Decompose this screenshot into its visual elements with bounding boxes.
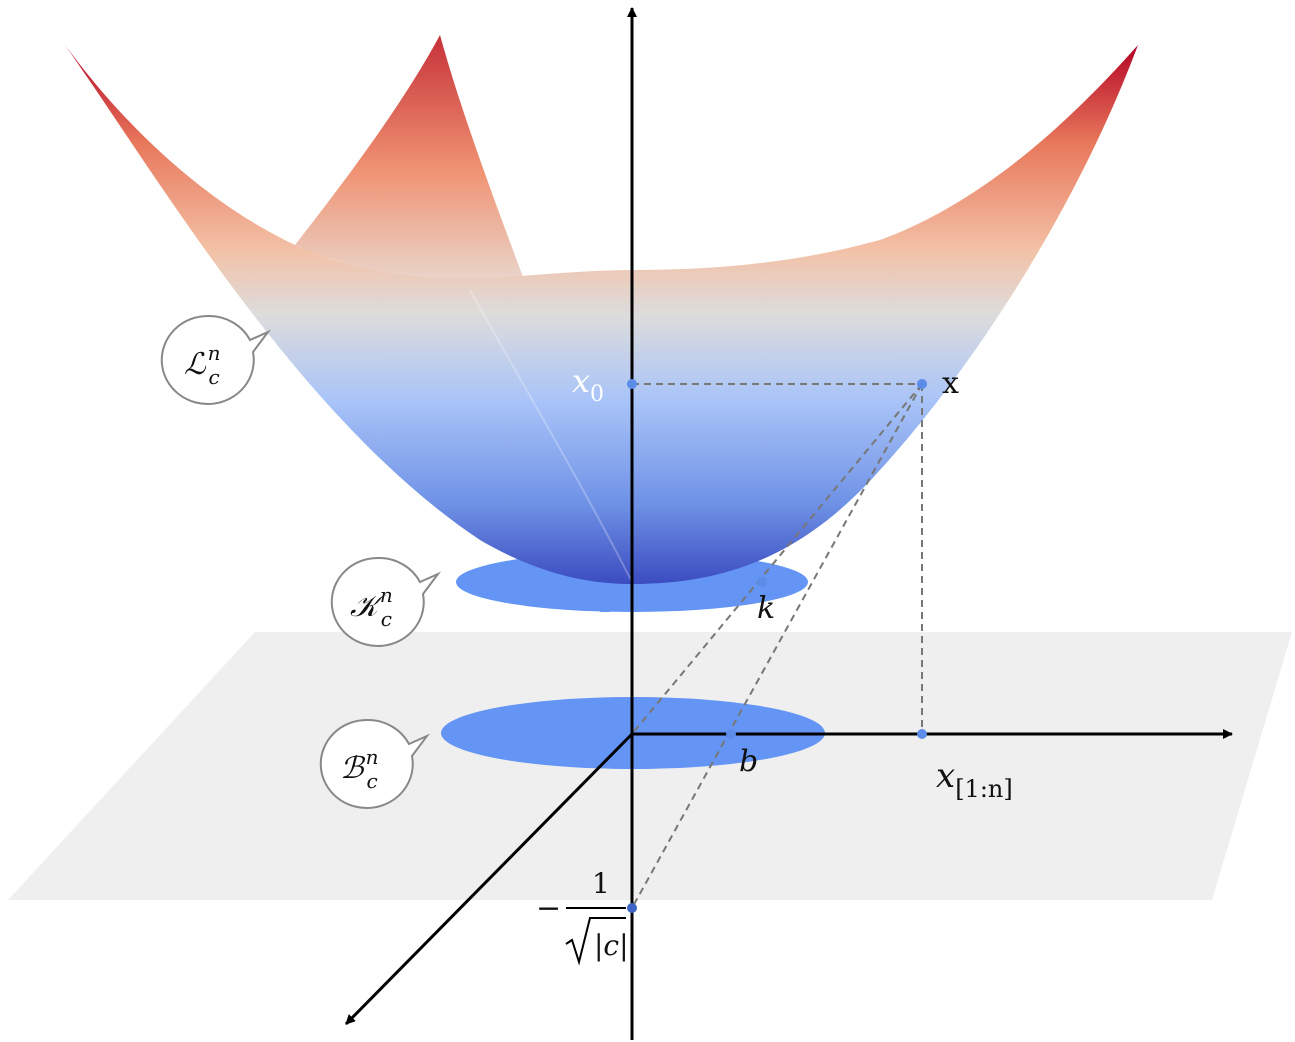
- label-x-axis: x[1:n]: [936, 756, 1013, 803]
- label-x0-sub: 0: [590, 382, 604, 407]
- label-x-axis-sub: [1:n]: [955, 775, 1013, 803]
- construction-lines: [631, 383, 923, 909]
- bubble-l-main: ℒ: [184, 347, 207, 382]
- bubble-k-shape: [330, 556, 442, 647]
- sqrt-sign: [565, 917, 626, 966]
- bubble-b-shape: [319, 718, 431, 809]
- label-x0: x0: [572, 362, 604, 407]
- point-x: [917, 379, 927, 389]
- bubble-l-sub: c: [209, 365, 220, 389]
- bubble-b-sub: c: [366, 769, 377, 793]
- bubble-l-shape: [160, 314, 272, 405]
- hyperboloid-fold: [469, 289, 633, 583]
- label-x-axis-main: x: [936, 756, 955, 796]
- bubble-k-sup: n: [380, 583, 393, 607]
- point-origin-neg: [627, 903, 637, 913]
- point-x-axis: [917, 729, 927, 739]
- k-disk-cut: [600, 582, 632, 612]
- bubble-b-sup: n: [366, 745, 379, 769]
- label-k: k: [757, 591, 775, 626]
- hyperboloid-back-sheet: [295, 35, 632, 582]
- point-k: [757, 577, 767, 587]
- neg-sign: −: [536, 891, 561, 926]
- point-x0: [627, 379, 637, 389]
- bubble-b-main: ℬ: [340, 751, 366, 786]
- label-x0-main: x: [572, 362, 590, 400]
- bubble-l-sup: n: [208, 341, 221, 365]
- point-b: [726, 729, 736, 739]
- depth-axis: [344, 732, 634, 1026]
- frac-denominator: |c|: [594, 929, 629, 962]
- neg-inverse-sqrt-label: − 1 |c|: [536, 867, 629, 966]
- frac-numerator: 1: [592, 867, 610, 900]
- label-b: b: [739, 744, 758, 779]
- label-x-point: x: [942, 366, 959, 401]
- points: [627, 379, 927, 913]
- bubble-k-sub: c: [381, 607, 392, 631]
- hyperboloid-surface: [65, 45, 1138, 584]
